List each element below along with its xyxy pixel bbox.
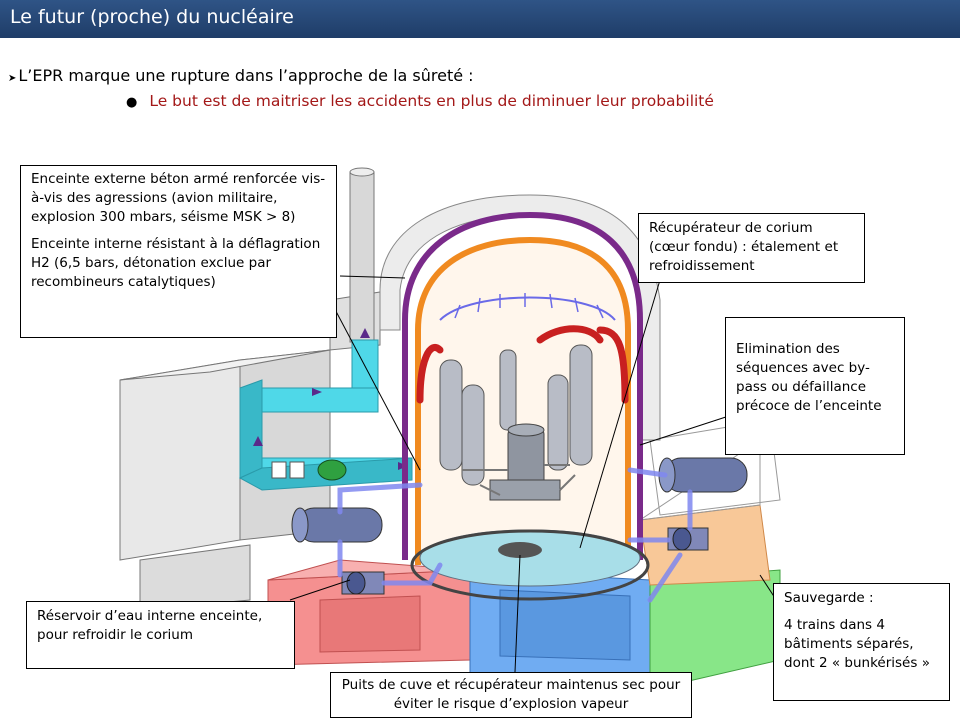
bullet-sub-text: Le but est de maitriser les accidents en… [149, 92, 714, 110]
outer-shell [379, 194, 661, 441]
callout-reservoir: Réservoir d’eau interne enceinte, pour r… [26, 601, 295, 669]
vessel-pit [498, 542, 542, 558]
bullet-sub: ● Le but est de maitriser les accidents e… [126, 92, 714, 110]
callout-reservoir-text: Réservoir d’eau interne enceinte, pour r… [37, 608, 263, 643]
reactor-vessel [489, 423, 561, 501]
reactor-internal-piping [462, 464, 576, 496]
safety-injection-piping [337, 467, 693, 603]
outer-containment [402, 211, 643, 560]
callout-recuperateur-text: Récupérateur de corium (cœur fondu) : ét… [649, 220, 839, 274]
heat-exchanger-right [658, 457, 748, 493]
callout-enceinte: Enceinte externe béton armé renforcée vi… [20, 165, 337, 338]
spray-nozzles [454, 293, 604, 319]
spray-system [439, 296, 616, 321]
bullet-main: ➤L’EPR marque une rupture dans l’approch… [8, 66, 474, 85]
callout-leader-lines [289, 275, 776, 673]
dot-bullet-icon: ● [126, 95, 138, 110]
heat-exchanger-left [291, 507, 383, 543]
callout-sauvegarde: Sauvegarde : 4 trains dans 4 bâtiments s… [773, 583, 950, 701]
pump-right [667, 527, 709, 551]
callout-sauvegarde-body: 4 trains dans 4 bâtiments séparés, dont … [784, 617, 930, 671]
callout-puits-text: Puits de cuve et récupérateur maintenus … [341, 677, 681, 712]
callout-enceinte-interne: Enceinte interne résistant à la déflagra… [31, 236, 321, 290]
callout-elimination-text: Elimination des séquences avec by-pass o… [736, 341, 882, 414]
safeguard-building-red [267, 559, 471, 666]
pump-left [341, 571, 385, 595]
duct-filters [271, 461, 305, 479]
primary-loops [416, 325, 629, 404]
chimney [349, 167, 375, 343]
slide-title: Le futur (proche) du nucléaire [10, 6, 294, 28]
core-catcher-base [410, 529, 650, 601]
callout-elimination: Elimination des séquences avec by-pass o… [725, 317, 905, 455]
title-bar: Le futur (proche) du nucléaire [0, 0, 960, 38]
callout-sauvegarde-title: Sauvegarde : [784, 590, 874, 606]
bullet-main-text: L’EPR marque une rupture dans l’approche… [18, 66, 474, 85]
callout-puits: Puits de cuve et récupérateur maintenus … [330, 672, 692, 718]
duct-fan [317, 459, 347, 481]
steam-generators [439, 344, 593, 486]
arrow-bullet-icon: ➤ [8, 73, 17, 84]
callout-recuperateur: Récupérateur de corium (cœur fondu) : ét… [638, 213, 865, 283]
callout-enceinte-externe: Enceinte externe béton armé renforcée vi… [31, 171, 326, 225]
